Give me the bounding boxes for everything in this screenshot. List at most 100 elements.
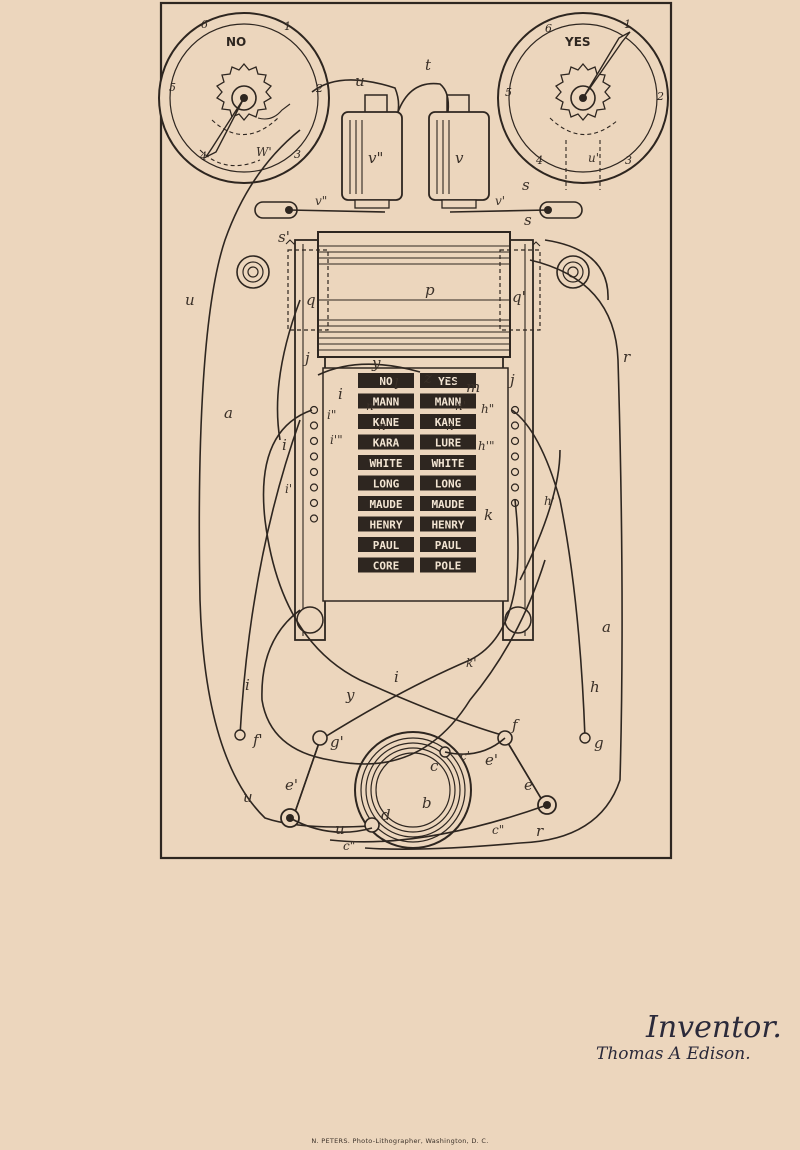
key-right-5[interactable]: [420, 475, 476, 491]
no-pointer: [203, 97, 245, 159]
signature-title: Inventor.: [646, 1010, 782, 1045]
armature-right: [449, 201, 583, 219]
label-p: p: [425, 281, 435, 299]
terminal-contact: [309, 514, 319, 523]
label-s-right: s: [524, 211, 532, 229]
label-u1: u': [588, 151, 599, 165]
electromagnet-right: [428, 94, 490, 209]
key-right-1[interactable]: [420, 393, 476, 409]
label-u-low: u: [335, 820, 345, 838]
key-left-5[interactable]: [358, 475, 414, 491]
key-left-6[interactable]: [358, 496, 414, 511]
key-label: YES: [438, 375, 458, 388]
armature-left: [254, 201, 386, 219]
key-label: MANN: [373, 396, 400, 409]
terminal-contact: [309, 467, 319, 477]
label-i2: i": [327, 408, 336, 422]
keys-right: YESMANNKANELUREWHITELONGMAUDEHENRYPAULPO…: [420, 373, 476, 573]
key-left-3[interactable]: [358, 434, 414, 450]
key-right-3[interactable]: [420, 434, 476, 450]
label-u-left: u: [185, 291, 195, 309]
key-label: CORE: [373, 560, 400, 573]
key-label: MAUDE: [431, 498, 464, 511]
label-m: m: [466, 378, 480, 396]
key-right-9[interactable]: [420, 557, 476, 573]
label-s1: s': [278, 228, 290, 246]
label-hp: h': [544, 494, 555, 508]
roller-p: [287, 231, 541, 358]
label-j-left: j: [302, 349, 310, 367]
key-left-1[interactable]: [358, 393, 414, 409]
key-panel: [322, 367, 509, 602]
key-left-7[interactable]: [358, 516, 414, 532]
key-label: KANE: [435, 416, 462, 429]
terminals-left: [309, 405, 319, 523]
terminal-contact: [309, 436, 319, 446]
drawing-border: [159, 1, 673, 860]
terminal-contact: [510, 452, 520, 461]
label-i-low: i: [245, 676, 250, 694]
key-right-8[interactable]: [420, 537, 476, 552]
label-v1: v': [495, 194, 505, 208]
key-label: HENRY: [431, 519, 464, 532]
signature-name: Thomas A Edison.: [596, 1044, 751, 1064]
label-c1: c': [460, 749, 470, 763]
label-g1: g': [330, 733, 344, 751]
label-z: z: [423, 369, 432, 387]
no-dial-number: 2: [315, 82, 323, 95]
label-g: g: [594, 734, 604, 752]
label-i-mid: i: [282, 436, 287, 454]
key-right-7[interactable]: [420, 516, 476, 532]
key-left-9[interactable]: [358, 557, 414, 573]
label-q: q: [306, 291, 316, 309]
label-h2: h'": [478, 439, 495, 453]
key-right-6[interactable]: [420, 496, 476, 511]
no-dial-number: 4: [199, 150, 207, 163]
key-right-4[interactable]: [420, 455, 476, 470]
label-c2-left: c": [343, 839, 355, 853]
key-label: LURE: [435, 437, 462, 450]
label-kp: k': [466, 656, 477, 670]
key-left-0[interactable]: [358, 373, 414, 388]
key-label: WHITE: [369, 457, 402, 470]
label-v3: v": [315, 194, 327, 208]
key-label: HENRY: [369, 519, 402, 532]
label-r: r: [623, 348, 631, 366]
key-left-2[interactable]: [358, 414, 414, 429]
label-e1-right: e': [485, 751, 498, 769]
yes-dial-title: YES: [564, 35, 591, 49]
no-dial-number: 3: [294, 148, 301, 161]
label-y-top: y: [371, 354, 381, 372]
no-dial: NO 6 1 2 3 4 5 W': [158, 12, 330, 184]
yes-dial-number: 5: [505, 86, 512, 99]
key-left-8[interactable]: [358, 537, 414, 552]
key-label: NO: [379, 375, 393, 388]
key-label: WHITE: [431, 457, 464, 470]
label-i3: i'": [330, 433, 343, 447]
label-s: s: [522, 176, 530, 194]
terminal-contact: [510, 467, 520, 477]
key-label: PAUL: [435, 539, 462, 552]
no-dial-title: NO: [226, 35, 246, 49]
yes-dial-number: 2: [656, 90, 664, 103]
label-n1: n': [455, 399, 466, 413]
key-label: LONG: [373, 478, 400, 491]
label-e1-left: e': [285, 776, 298, 794]
label-a-right: a: [602, 618, 611, 636]
key-right-2[interactable]: [420, 414, 476, 429]
label-t: t: [425, 56, 432, 74]
no-dial-number: 1: [284, 20, 291, 33]
electromagnet-left: [341, 94, 403, 209]
binding-post-right: [556, 255, 590, 289]
key-left-4[interactable]: [358, 455, 414, 470]
yes-dial: YES 6 1 2 3 4 5 u': [497, 12, 669, 190]
label-h: h: [590, 678, 600, 696]
terminal-contact: [309, 421, 319, 430]
wiring: [198, 79, 623, 851]
terminal-contact: [309, 452, 319, 461]
label-f: f: [511, 716, 520, 734]
label-u: u: [355, 72, 365, 90]
keys-left: NOMANNKANEKARAWHITELONGMAUDEHENRYPAULCOR…: [358, 373, 414, 573]
label-l: l: [394, 375, 399, 393]
label-q1: q': [512, 288, 526, 306]
